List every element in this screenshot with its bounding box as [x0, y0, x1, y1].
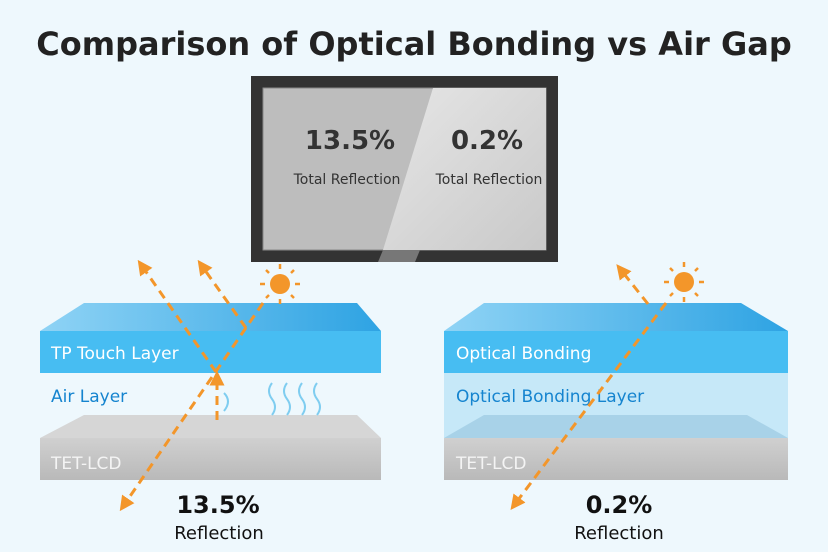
- page-title: Comparison of Optical Bonding vs Air Gap: [36, 25, 791, 63]
- sun-icon: [260, 264, 300, 304]
- monitor-left-value: 13.5%: [305, 126, 395, 156]
- sun-icon: [664, 262, 704, 302]
- lcd-label-right: TET-LCD: [455, 454, 527, 474]
- optical-bonding-layer-label: Optical Bonding Layer: [456, 387, 644, 407]
- air-gap-reflection-label: Reflection: [174, 523, 264, 544]
- lcd-label-left: TET-LCD: [50, 454, 122, 474]
- monitor-left-label: Total Reflection: [293, 172, 401, 188]
- bonding-reflection-label: Reflection: [574, 523, 664, 544]
- monitor: 13.5% Total Reflection 0.2% Total Reflec…: [251, 76, 558, 262]
- monitor-right-value: 0.2%: [451, 126, 523, 156]
- air-layer-label: Air Layer: [51, 387, 127, 407]
- tp-touch-layer-label: TP Touch Layer: [50, 344, 179, 364]
- air-gap-reflection-value: 13.5%: [176, 491, 259, 519]
- optical-bonding-label: Optical Bonding: [456, 344, 591, 364]
- air-gap-stack: TP Touch Layer Air Layer TET-LCD 13.5% R…: [40, 259, 381, 544]
- bonding-reflection-value: 0.2%: [586, 491, 653, 519]
- optical-bonding-stack: Optical Bonding Optical Bonding Layer TE…: [444, 262, 788, 544]
- heat-wave-icon: [223, 382, 321, 416]
- light-ray-arrows: [119, 259, 265, 512]
- monitor-right-label: Total Reflection: [435, 172, 543, 188]
- light-ray-arrows: [510, 264, 668, 510]
